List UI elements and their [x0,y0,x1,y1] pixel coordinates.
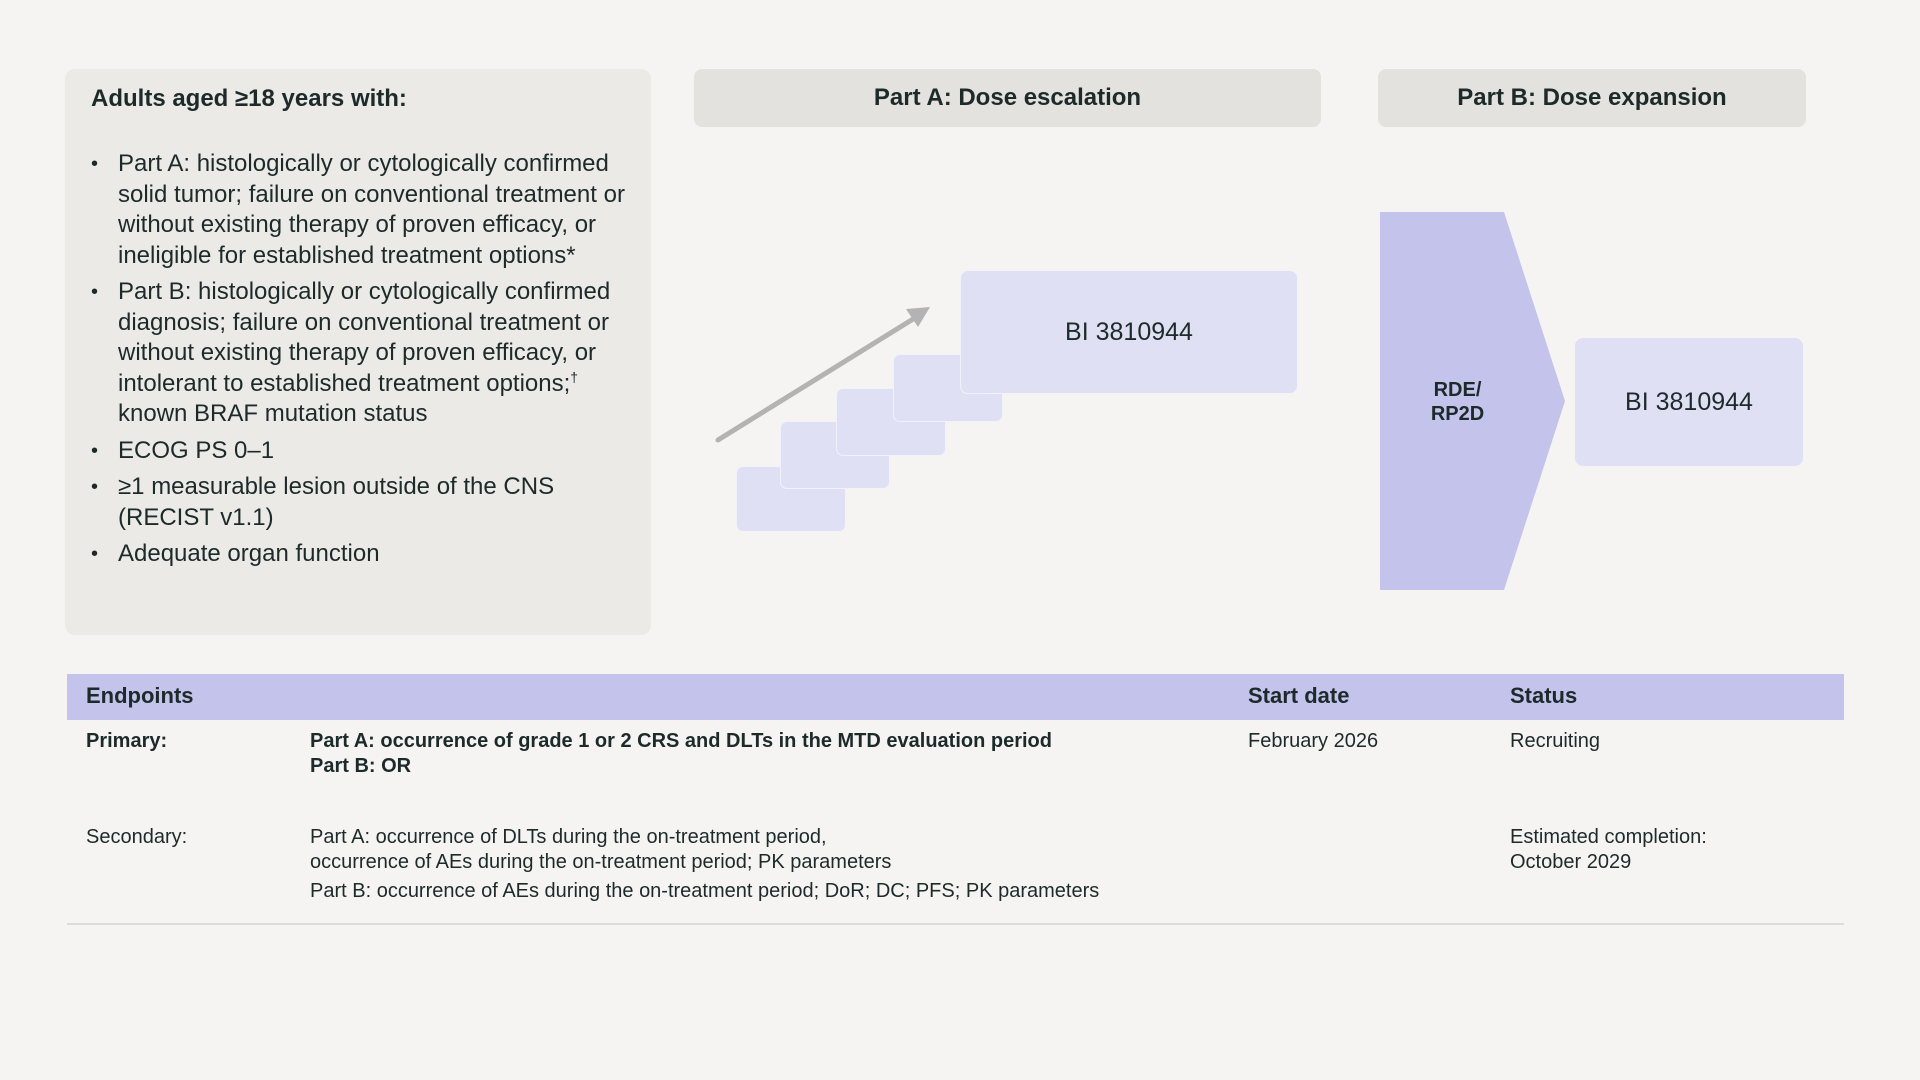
table-bottom-divider [67,923,1844,925]
eligibility-item: ECOG PS 0–1 [91,436,625,467]
start-date-value: February 2026 [1248,730,1379,752]
status-value: Recruiting [1510,730,1601,752]
column-header-start-date: Start date [1248,683,1350,708]
secondary-endpoint-part-a-line1: Part A: occurrence of DLTs during the on… [310,826,827,848]
part-a-drug-box: BI 3810944 [960,270,1298,394]
part-b-header: Part B: Dose expansion [1378,69,1806,127]
primary-endpoint-part-a: Part A: occurrence of grade 1 or 2 CRS a… [310,730,1052,752]
primary-label: Primary: [86,730,168,752]
escalation-arrow-icon [715,307,930,443]
secondary-endpoint-part-b: Part B: occurrence of AEs during the on-… [310,880,1100,902]
eligibility-item: ≥1 measurable lesion outside of the CNS … [91,472,625,533]
rde-rp2d-label: RDE/ RP2D [1430,379,1485,425]
secondary-endpoint-part-a-line2: occurrence of AEs during the on-treatmen… [310,851,892,873]
eligibility-item: Part A: histologically or cytologically … [91,149,625,271]
column-header-status: Status [1510,683,1578,708]
rde-chevron-shape [1380,212,1565,590]
eligibility-panel: Adults aged ≥18 years with: Part A: hist… [65,69,651,635]
table-header-row: Endpoints Start date Status [67,674,1844,720]
column-header-endpoints: Endpoints [86,683,194,708]
estimated-completion-date: October 2029 [1510,851,1632,873]
secondary-label: Secondary: [86,826,188,848]
primary-endpoint-part-b: Part B: OR [310,755,412,777]
part-a-header: Part A: Dose escalation [694,69,1321,127]
eligibility-list: Part A: histologically or cytologically … [91,149,625,570]
part-b-drug-box: BI 3810944 [1575,338,1803,466]
estimated-completion-label: Estimated completion: [1510,826,1707,848]
eligibility-item: Part B: histologically or cytologically … [91,277,625,430]
dagger-footnote: † [570,368,579,385]
eligibility-item: Adequate organ function [91,539,625,570]
eligibility-title: Adults aged ≥18 years with: [91,85,407,112]
